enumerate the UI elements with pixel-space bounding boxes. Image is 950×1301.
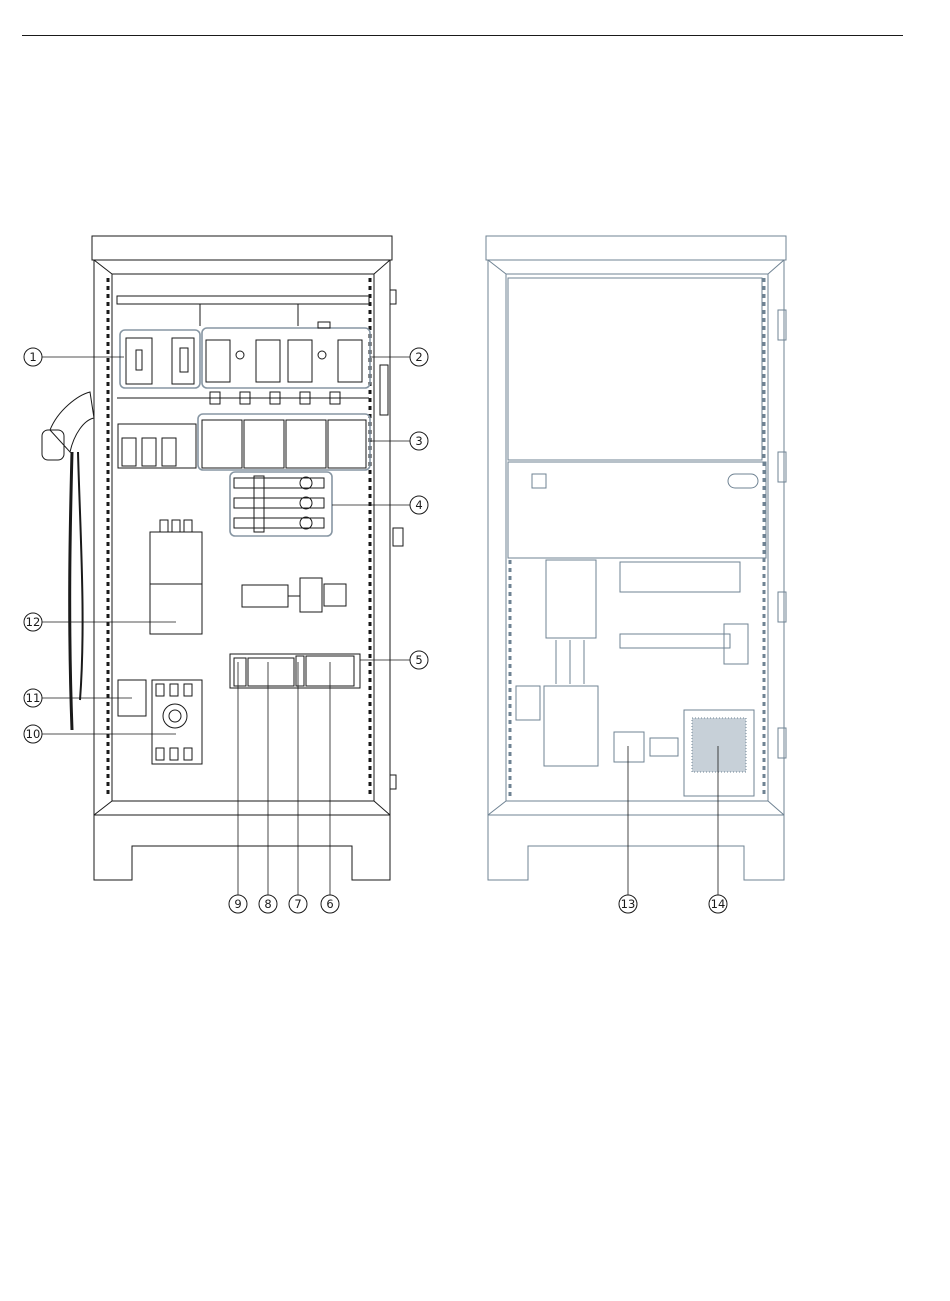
callout-10: 10 [24,725,42,743]
item3-module-d [328,420,366,468]
item2-module-d [338,340,362,382]
svg-text:1: 1 [29,350,36,364]
svg-text:2: 2 [415,350,422,364]
front-body [94,260,390,815]
gun-holster [42,430,64,460]
svg-text:12: 12 [26,615,41,629]
rear-din-rail-top [620,562,740,592]
item14-vent-grille [692,718,746,772]
callout-7: 7 [289,895,307,913]
svg-text:13: 13 [621,897,636,911]
callout-14: 14 [709,895,727,913]
item12-unit [150,532,202,634]
left-capacitor-block [118,424,196,468]
front-cabinet [42,236,403,880]
front-hinge-top [390,290,396,304]
front-top-bracket [117,296,369,304]
charging-gun [50,392,94,452]
din-rail-group [230,654,360,688]
callout-8: 8 [259,895,277,913]
callout-11: 11 [24,689,42,707]
rear-top-cap [486,236,786,260]
callout-3: 3 [410,432,428,450]
item2-highlight [202,328,370,388]
rear-hinge-1 [778,310,786,340]
callout-12: 12 [24,613,42,631]
rear-hinge-2 [778,452,786,482]
rear-main-breaker [544,686,598,766]
item3-module-b [244,420,284,468]
front-side-lock [393,528,403,546]
item2-module-a [206,340,230,382]
callout-2: 2 [410,348,428,366]
rear-small-module [516,686,540,720]
item13-unit [614,732,644,762]
callout-5: 5 [410,651,428,669]
front-top-cap [92,236,392,260]
rear-cabinet [486,236,786,880]
rear-hinge-3 [778,592,786,622]
svg-text:6: 6 [326,897,333,911]
item2-module-b [256,340,280,382]
svg-text:7: 7 [294,897,301,911]
terminal-block [242,585,288,607]
svg-text:14: 14 [711,897,726,911]
front-side-handle [380,365,388,415]
callout-6: 6 [321,895,339,913]
rear-hinge-4 [778,728,786,758]
rear-mid-cover [508,462,766,558]
rear-din-rail-mid [620,634,730,648]
front-base [94,815,390,880]
item2-module-c [288,340,312,382]
charging-cable [70,452,72,730]
svg-text:10: 10 [26,727,41,741]
rear-top-cover [508,278,762,460]
callout-1: 1 [24,348,42,366]
callout-4: 4 [410,496,428,514]
item3-module-c [286,420,326,468]
rear-base [488,815,784,880]
svg-text:11: 11 [26,691,41,705]
callout-13: 13 [619,895,637,913]
rear-contactor-housing [546,560,596,638]
svg-text:5: 5 [415,653,422,667]
item3-module-a [202,420,242,468]
callout-9: 9 [229,895,247,913]
svg-text:4: 4 [415,498,422,512]
front-hinge-bottom [390,775,396,789]
svg-text:8: 8 [264,897,271,911]
item1-module-b [172,338,194,384]
item1-module-a [126,338,152,384]
svg-text:9: 9 [234,897,241,911]
callout-markers: 1 2 3 4 5 12 1 [24,348,727,913]
svg-text:3: 3 [415,434,422,448]
item4-highlight [230,472,332,536]
